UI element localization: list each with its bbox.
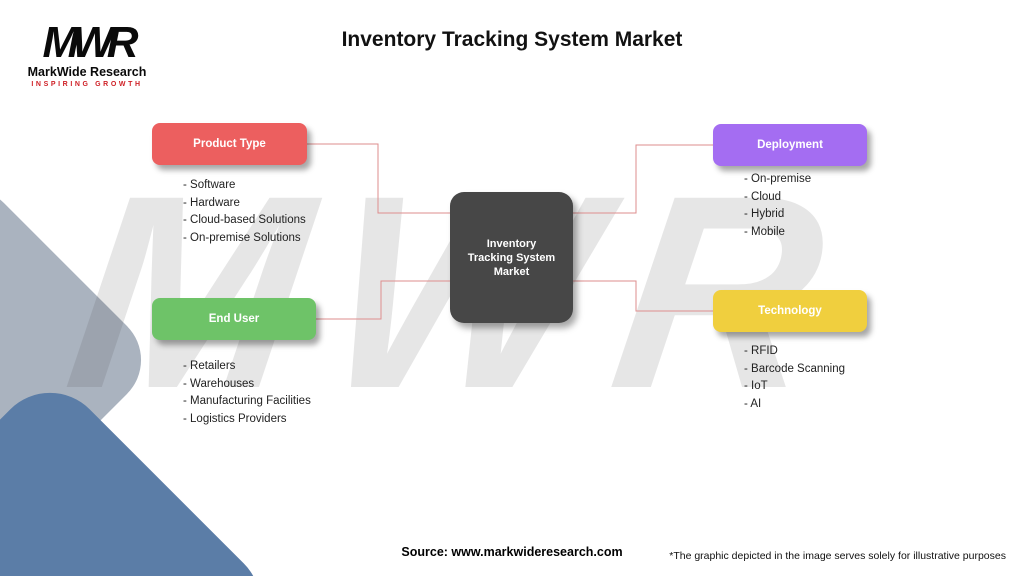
connector-deployment (571, 144, 713, 214)
list-item: Mobile (744, 224, 811, 242)
node-product-type: Product Type (152, 123, 307, 165)
markwide-logo: MWR MarkWide Research INSPIRING GROWTH (22, 18, 152, 89)
connector-technology (571, 280, 713, 312)
list-item: Retailers (183, 358, 311, 376)
logo-acronym: MWR (42, 18, 139, 67)
node-end-user: End User (152, 298, 316, 340)
list-item: Logistics Providers (183, 411, 311, 429)
list-item: Cloud (744, 189, 811, 207)
node-deployment: Deployment (713, 124, 867, 166)
logo-tagline: INSPIRING GROWTH (31, 81, 143, 88)
list-item: Manufacturing Facilities (183, 393, 311, 411)
list-item: Cloud-based Solutions (183, 212, 306, 230)
source-text: Source: www.markwideresearch.com (401, 545, 623, 559)
central-node: Inventory Tracking System Market (450, 192, 573, 323)
page-title: Inventory Tracking System Market (341, 28, 683, 51)
logo-name: MarkWide Research (27, 65, 147, 79)
list-item: Hardware (183, 195, 306, 213)
list-item: Barcode Scanning (744, 361, 845, 379)
node-technology: Technology (713, 290, 867, 332)
technology-items: RFID Barcode Scanning IoT AI (744, 343, 845, 413)
deployment-items: On-premise Cloud Hybrid Mobile (744, 171, 811, 241)
connector-end-user (316, 280, 452, 320)
end-user-items: Retailers Warehouses Manufacturing Facil… (183, 358, 311, 428)
list-item: IoT (744, 378, 845, 396)
list-item: Software (183, 177, 306, 195)
list-item: Warehouses (183, 376, 311, 394)
list-item: RFID (744, 343, 845, 361)
disclaimer-text: *The graphic depicted in the image serve… (669, 550, 1006, 562)
list-item: Hybrid (744, 206, 811, 224)
list-item: AI (744, 396, 845, 414)
list-item: On-premise Solutions (183, 230, 306, 248)
list-item: On-premise (744, 171, 811, 189)
product-type-items: Software Hardware Cloud-based Solutions … (183, 177, 306, 247)
connector-product-type (307, 143, 452, 214)
